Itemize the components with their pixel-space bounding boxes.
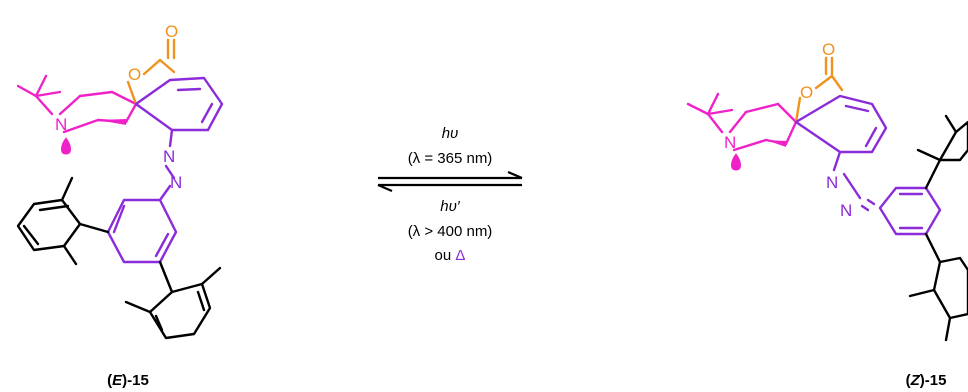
xylyl-ring-left: [16, 176, 110, 266]
piperidine-ring: [58, 90, 138, 134]
lactone-ring: [126, 38, 176, 106]
z-lactone-ring: [794, 56, 844, 124]
z-xylyl-ring-top: [916, 114, 968, 190]
z-piperidine-wedge-bond: [766, 140, 786, 147]
azo-bridge: [158, 128, 176, 202]
central-aryl-ring: [106, 198, 178, 264]
z-azo-bridge: [832, 150, 876, 212]
benzo-ring: [134, 76, 224, 132]
z-azo-nitrogen-1: N: [826, 173, 838, 192]
z-lone-pair-lobe: [731, 153, 741, 171]
z-benzo-ring: [794, 94, 888, 154]
z-xylyl-ring-bottom: [908, 232, 968, 342]
z-isomer-label: (Z)-15: [906, 372, 947, 389]
e-isomer-label: (E)-15: [107, 372, 149, 389]
piperidine-wedge-bond: [98, 119, 126, 125]
forward-light-label: hυ: [442, 125, 459, 142]
z-tert-butyl-group: [686, 92, 734, 134]
z-label-open: (: [906, 372, 911, 389]
z-label-stereo: Z: [910, 372, 921, 389]
molecule-z-isomer: [686, 56, 968, 342]
delta-symbol: Δ: [455, 247, 465, 264]
molecule-e-isomer: [16, 38, 224, 340]
reverse-alt-prefix: ou: [435, 247, 456, 264]
e-label-close: )-15: [122, 372, 149, 389]
z-oxygen-carbonyl-atom: O: [822, 40, 835, 59]
z-nitrogen-atom: N: [724, 133, 736, 152]
e-azo-nitrogen-2: N: [170, 173, 182, 192]
z-piperidine-ring: [728, 102, 798, 152]
reverse-light-label: hυ′: [440, 198, 461, 215]
e-oxygen-ring-atom: O: [128, 65, 141, 84]
e-azo-nitrogen-1: N: [163, 147, 175, 166]
z-central-aryl-ring: [878, 186, 942, 236]
z-azo-nitrogen-2: N: [840, 201, 852, 220]
e-label-stereo: E: [112, 372, 123, 389]
e-label-open: (: [107, 372, 112, 389]
lone-pair-lobe: [61, 137, 71, 155]
tert-butyl-group: [16, 74, 62, 116]
reverse-alt-label: ou Δ: [435, 247, 466, 264]
e-nitrogen-atom: N: [55, 115, 67, 134]
reverse-condition-label: (λ > 400 nm): [408, 223, 493, 240]
e-oxygen-carbonyl-atom: O: [165, 22, 178, 41]
equilibrium-arrows: [377, 170, 523, 193]
xylyl-ring-bottom: [124, 260, 222, 340]
forward-condition-label: (λ = 365 nm): [408, 150, 493, 167]
z-label-close: )-15: [920, 372, 947, 389]
z-oxygen-ring-atom: O: [800, 83, 813, 102]
